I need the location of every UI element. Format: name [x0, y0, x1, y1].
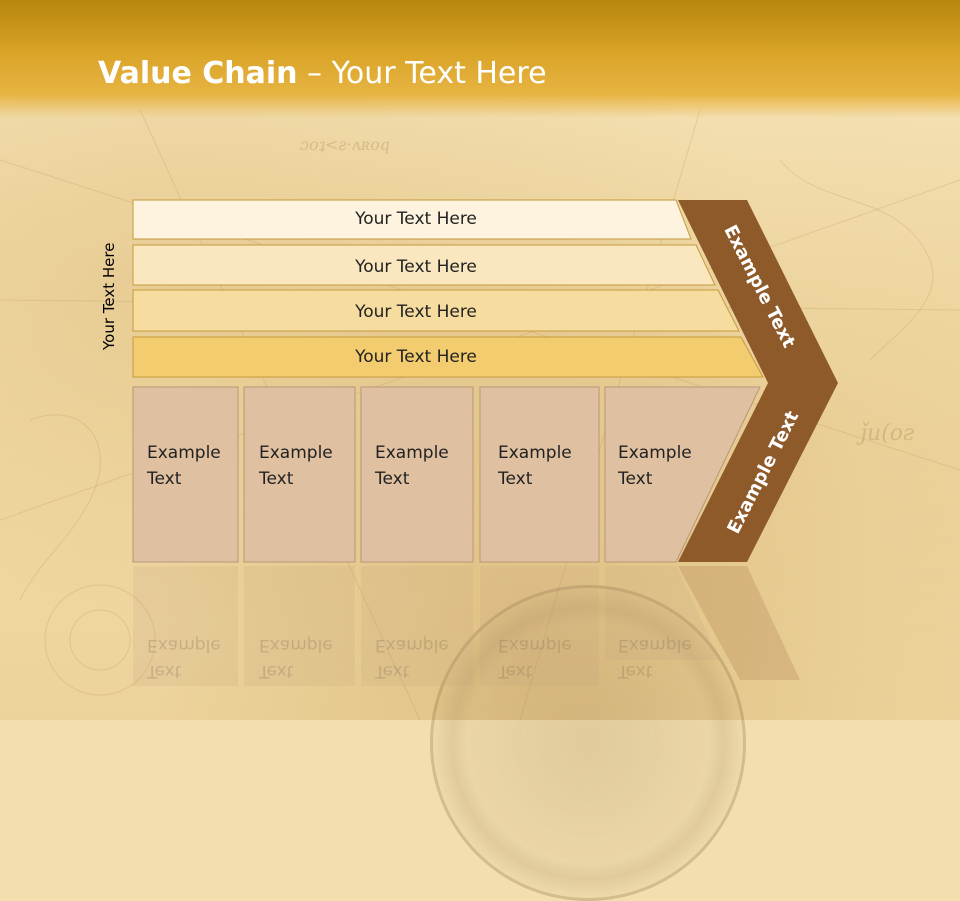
title-rest: – Your Text Here — [297, 56, 547, 91]
primary-box-5 — [604, 386, 761, 563]
svg-text:ɔoʇ<ƨ·ʌʀoq: ɔoʇ<ƨ·ʌʀoq — [300, 135, 390, 154]
reflection — [133, 566, 800, 686]
svg-text:ǰu(oƨ: ǰu(oƨ — [856, 421, 914, 446]
primary-box-3 — [360, 386, 474, 563]
title-bold: Value Chain — [98, 56, 298, 91]
support-row-3 — [132, 289, 740, 332]
title-bar — [0, 0, 960, 118]
support-row-2-label: Your Text Here — [355, 257, 477, 277]
value-chain-diagram — [132, 199, 838, 686]
margin-chevron — [678, 200, 838, 562]
primary-box-1 — [132, 386, 239, 563]
slide-title: Value Chain – Your Text Here — [98, 56, 547, 91]
support-row-1-label: Your Text Here — [355, 209, 477, 229]
support-row-4-label: Your Text Here — [355, 347, 477, 367]
support-row-1 — [132, 199, 692, 240]
primary-box-4 — [479, 386, 600, 563]
support-row-4 — [132, 336, 764, 378]
support-row-2 — [132, 244, 716, 286]
primary-box-2 — [243, 386, 356, 563]
support-row-3-label: Your Text Here — [355, 302, 477, 322]
